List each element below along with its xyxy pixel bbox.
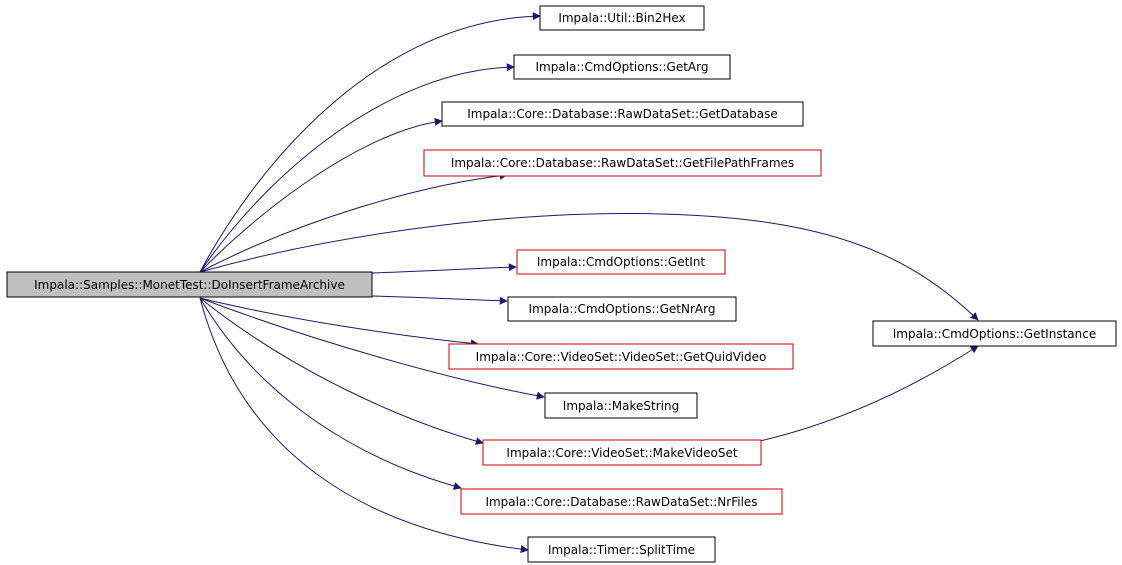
- node-makestring-box: [544, 392, 698, 419]
- node-getarg-box: [513, 54, 731, 80]
- node-getnrarg[interactable]: Impala::CmdOptions::GetNrArg: [507, 296, 737, 322]
- edge-root-to-getdatabase: [199, 117, 443, 273]
- edge-root-to-nrfiles: [199, 297, 462, 490]
- edge-root-to-getinstance: [199, 213, 979, 321]
- node-getinstance-label: Impala::CmdOptions::GetInstance: [893, 327, 1096, 341]
- node-makestring-label: Impala::MakeString: [563, 399, 679, 413]
- node-getquidvideo-label: Impala::Core::VideoSet::VideoSet::GetQui…: [476, 350, 767, 364]
- node-splittime[interactable]: Impala::Timer::SplitTime: [527, 536, 716, 563]
- node-bin2hex-label: Impala::Util::Bin2Hex: [558, 11, 685, 25]
- node-bin2hex[interactable]: Impala::Util::Bin2Hex: [539, 5, 705, 31]
- node-getint-box: [516, 249, 726, 275]
- node-makevideoset-box: [482, 439, 762, 466]
- root-node-box: [6, 271, 373, 298]
- edge-root-to-makevideoset: [199, 297, 484, 445]
- edges: [199, 12, 979, 554]
- edge-root-to-getnrarg: [371, 295, 508, 305]
- node-getinstance[interactable]: Impala::CmdOptions::GetInstance: [872, 320, 1117, 347]
- edge-root-to-getarg: [199, 63, 515, 273]
- node-getint-label: Impala::CmdOptions::GetInt: [537, 255, 706, 269]
- node-getquidvideo[interactable]: Impala::Core::VideoSet::VideoSet::GetQui…: [448, 343, 794, 370]
- node-getquidvideo-box: [448, 343, 794, 370]
- root-node[interactable]: Impala::Samples::MonetTest::DoInsertFram…: [6, 271, 373, 298]
- edge-makevideoset-to-getinstance: [759, 345, 979, 442]
- node-nrfiles[interactable]: Impala::Core::Database::RawDataSet::NrFi…: [460, 488, 783, 515]
- edge-root-to-makestring: [199, 297, 545, 400]
- node-getdatabase[interactable]: Impala::Core::Database::RawDataSet::GetD…: [441, 101, 804, 127]
- node-nrfiles-label: Impala::Core::Database::RawDataSet::NrFi…: [485, 495, 757, 509]
- edge-root-to-bin2hex: [199, 12, 541, 273]
- node-getnrarg-label: Impala::CmdOptions::GetNrArg: [529, 302, 716, 316]
- node-makestring[interactable]: Impala::MakeString: [544, 392, 698, 419]
- node-getfilepathframes-box: [423, 149, 822, 177]
- node-getarg-label: Impala::CmdOptions::GetArg: [536, 60, 709, 74]
- node-splittime-box: [527, 536, 716, 563]
- edge-root-to-getquidvideo: [199, 297, 479, 348]
- edge-root-to-splittime: [199, 297, 529, 554]
- edge-root-to-getfilepathframes: [199, 171, 508, 273]
- node-getinstance-box: [872, 320, 1117, 347]
- node-splittime-label: Impala::Timer::SplitTime: [548, 543, 695, 557]
- node-getdatabase-box: [441, 101, 804, 127]
- edge-root-to-getint: [371, 263, 517, 274]
- node-getfilepathframes[interactable]: Impala::Core::Database::RawDataSet::GetF…: [423, 149, 822, 177]
- node-getfilepathframes-label: Impala::Core::Database::RawDataSet::GetF…: [451, 156, 794, 170]
- root-node-label: Impala::Samples::MonetTest::DoInsertFram…: [34, 278, 345, 292]
- node-getnrarg-box: [507, 296, 737, 322]
- node-nrfiles-box: [460, 488, 783, 515]
- node-makevideoset-label: Impala::Core::VideoSet::MakeVideoSet: [506, 446, 737, 460]
- node-bin2hex-box: [539, 5, 705, 31]
- node-makevideoset[interactable]: Impala::Core::VideoSet::MakeVideoSet: [482, 439, 762, 466]
- node-getdatabase-label: Impala::Core::Database::RawDataSet::GetD…: [467, 107, 778, 121]
- node-getarg[interactable]: Impala::CmdOptions::GetArg: [513, 54, 731, 80]
- node-getint[interactable]: Impala::CmdOptions::GetInt: [516, 249, 726, 275]
